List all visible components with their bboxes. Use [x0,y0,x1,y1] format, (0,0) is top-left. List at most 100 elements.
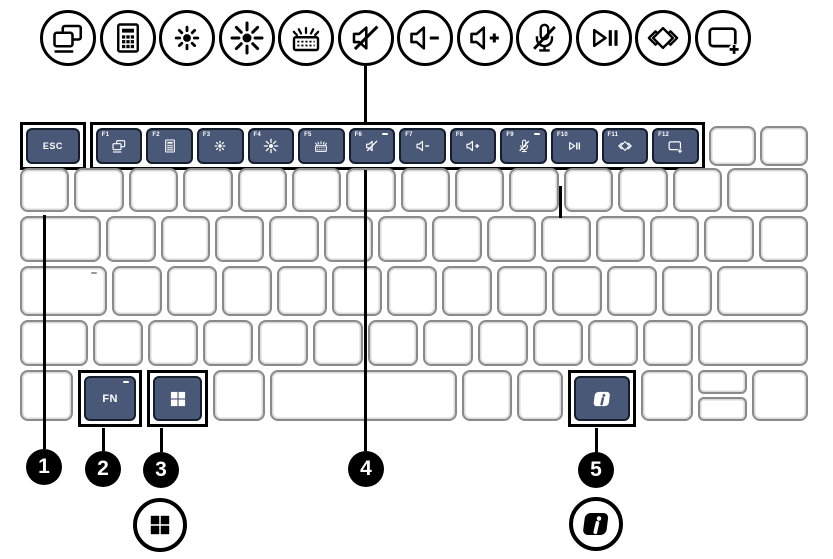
brightness-down-icon [169,20,205,56]
copilot-key [573,376,630,421]
blank-key [432,216,482,262]
blank-key [649,216,700,262]
callout-line-1 [42,215,46,449]
spacebar [269,370,457,421]
switch-screen-icon [50,20,86,56]
legend-brightness-down [159,10,215,66]
f7-key: F7 [399,128,446,164]
blank-key [183,168,233,212]
callout-line-3 [160,428,163,452]
blank-key [708,126,756,166]
legend-mute [337,10,394,66]
blank-key [618,168,668,212]
blank-key [661,266,712,316]
blank-key [759,126,808,166]
f9-led-indicator [533,133,540,135]
mute-icon [348,20,384,56]
enter-key [716,266,808,316]
callout-3-number: 3 [155,458,167,481]
arrow-key-stack [698,370,747,421]
blank-key [166,266,217,316]
callout-2-number: 2 [97,457,109,480]
legend-switch-screen [40,10,96,66]
f7-key-label: F7 [405,132,413,138]
blank-key [533,320,584,366]
caps-lock-led-indicator [90,272,97,274]
blank-key [313,320,364,366]
backspace-key [726,168,809,212]
blank-key [160,216,210,262]
f5-key-label: F5 [304,132,312,138]
right-shift-key [698,320,808,366]
blank-key [74,168,124,212]
f3-key-label: F3 [202,132,211,138]
callout-1: 1 [26,449,62,485]
window-plus-icon [667,138,683,154]
fn-led-indicator [122,381,129,383]
mute-icon [364,138,380,154]
f8-key-label: F8 [455,132,464,138]
blank-key [509,168,559,212]
down-arrow-key [698,397,747,421]
tab-row [20,216,809,262]
bottom-row: FN [20,370,808,427]
f10-key: F10 [550,128,598,164]
blank-key [221,266,272,316]
callout-line-2 [101,428,105,451]
switch-screen-icon [111,138,127,154]
blank-key [128,168,179,212]
blank-key [400,168,450,212]
legend-microphone-mute [516,10,572,66]
legend-brightness-up [218,10,275,66]
blank-key [595,216,645,262]
shift-row [20,320,808,366]
caps-row [20,266,808,316]
callout-line-4-top [364,66,367,123]
blank-key [269,216,319,262]
blank-key [258,320,309,366]
callout-4: 4 [348,451,384,487]
f1-key-label: F1 [101,132,110,138]
blank-key [541,216,591,262]
f5-key: F5 [298,128,345,164]
keyboard-backlight-icon [313,138,329,154]
legend-keyboard-backlight [278,10,334,66]
volume-up-icon [467,20,503,56]
legend-programmable-key [635,10,691,66]
legend-window-plus [694,10,751,66]
brightness-up-icon [229,20,265,56]
microphone-mute-icon [516,138,532,154]
callout-4-number: 4 [360,457,372,480]
fn-key: FN [84,376,136,421]
callout-line-4-bottom [364,170,367,451]
f1-key: F1 [95,128,143,164]
f11-key-label: F11 [607,132,619,138]
blank-key [20,168,70,212]
f6-key: F6 [348,128,396,164]
blank-key [20,370,74,421]
blank-key [111,266,162,316]
blank-key [237,168,287,212]
blank-key [423,320,474,366]
f6-key-label: F6 [354,132,363,138]
blank-key [455,168,505,212]
copilot-legend-circle [569,497,623,551]
blank-key [588,320,639,366]
blank-key [106,216,156,262]
blank-key [441,266,492,316]
blank-key [643,320,694,366]
microphone-mute-icon [526,20,562,56]
f10-key-label: F10 [556,132,568,138]
legend-volume-up [456,10,513,66]
windows-legend-circle [133,498,187,552]
figure-seam-line [558,186,562,218]
blank-key [704,216,754,262]
fn-key-label: FN [102,392,118,405]
callout-5: 5 [578,452,614,488]
blank-key [758,216,809,262]
blank-key [478,320,529,366]
